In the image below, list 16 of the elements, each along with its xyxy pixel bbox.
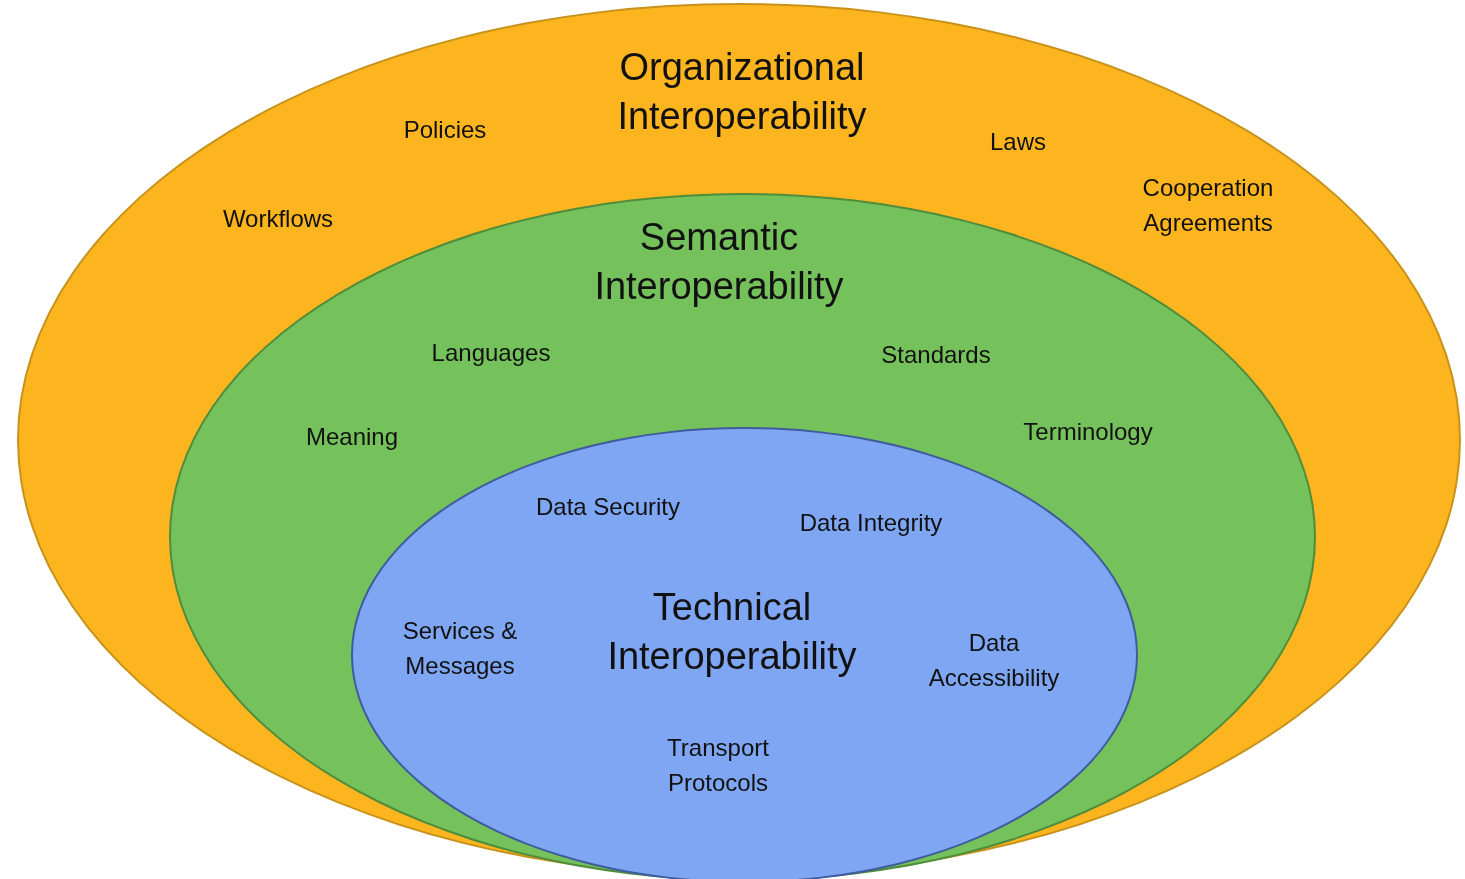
layer-term: Data Integrity bbox=[799, 507, 943, 538]
layer-term: Services & Messages bbox=[401, 616, 519, 681]
layer-title: Semantic Interoperability bbox=[593, 214, 845, 309]
layer-term: Transport Protocols bbox=[666, 733, 770, 798]
layer-term: Languages bbox=[431, 337, 551, 368]
layer-term: Data Security bbox=[535, 491, 681, 522]
layer-term: Policies bbox=[403, 114, 487, 145]
layer-term: Cooperation Agreements bbox=[1141, 173, 1275, 238]
layer-title: Technical Interoperability bbox=[606, 584, 858, 679]
layer-term: Terminology bbox=[1023, 416, 1153, 447]
layer-title: Organizational Interoperability bbox=[616, 44, 868, 139]
layer-term: Meaning bbox=[305, 421, 399, 452]
layer-term: Data Accessibility bbox=[927, 628, 1061, 693]
layer-term: Standards bbox=[881, 339, 991, 370]
layer-term: Laws bbox=[990, 126, 1046, 157]
layer-term: Workflows bbox=[222, 203, 334, 234]
